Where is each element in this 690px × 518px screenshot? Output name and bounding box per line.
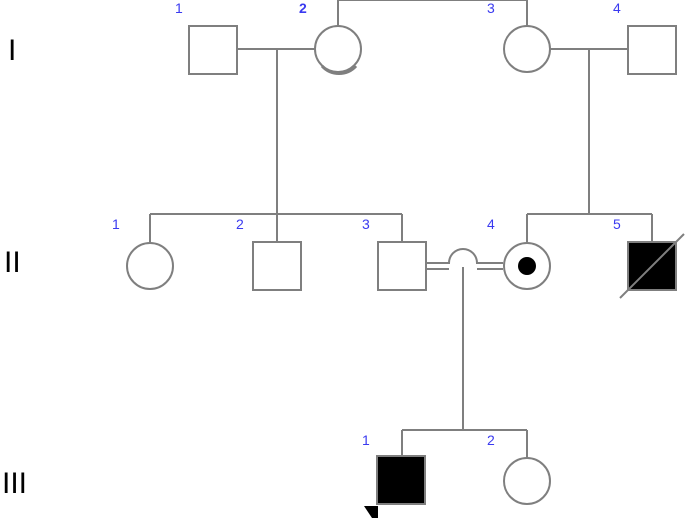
female-symbol [126, 242, 174, 290]
female-symbol [314, 25, 362, 73]
individual-number: 4 [487, 216, 495, 232]
link-line-i2-i3 [337, 0, 528, 26]
individual-ii5[interactable]: 5 [613, 216, 685, 299]
generation-label-i: I [8, 34, 16, 67]
individual-number: 2 [487, 432, 495, 448]
individual-number: 5 [613, 216, 621, 232]
individual-number: 1 [175, 0, 183, 16]
carrier-dot [518, 257, 536, 275]
individual-i3[interactable]: 3 [487, 0, 551, 73]
male-symbol [627, 25, 677, 75]
female-symbol [503, 457, 551, 505]
highlight-arc [320, 64, 358, 76]
individual-iii1[interactable]: 1 [362, 432, 426, 518]
marriage-line-ii3-ii4-top [426, 248, 503, 264]
female-symbol [503, 25, 551, 73]
individual-ii3[interactable]: 3 [362, 216, 427, 291]
individual-number: 4 [613, 0, 621, 16]
individual-ii1[interactable]: 1 [112, 216, 174, 290]
generation-label-ii: II [4, 246, 21, 279]
individual-iii2[interactable]: 2 [487, 432, 551, 505]
individual-i2[interactable]: 2 [299, 0, 362, 76]
individual-ii2[interactable]: 2 [236, 216, 302, 291]
individual-number: 1 [362, 432, 370, 448]
individual-number: 1 [112, 216, 120, 232]
individual-i1[interactable]: 1 [175, 0, 238, 75]
individual-number: 2 [236, 216, 244, 232]
male-symbol [252, 241, 302, 291]
individual-number: 3 [362, 216, 370, 232]
individual-number: 2 [299, 0, 307, 16]
individual-i4[interactable]: 4 [613, 0, 677, 75]
proband-arrow [364, 506, 378, 518]
male-symbol [188, 25, 238, 75]
individual-number: 3 [487, 0, 495, 16]
male-symbol-affected [376, 455, 426, 505]
individual-ii4[interactable]: 4 [487, 216, 551, 290]
deceased-slash [619, 233, 685, 299]
generation-label-iii: III [2, 467, 27, 500]
male-symbol [377, 241, 427, 291]
